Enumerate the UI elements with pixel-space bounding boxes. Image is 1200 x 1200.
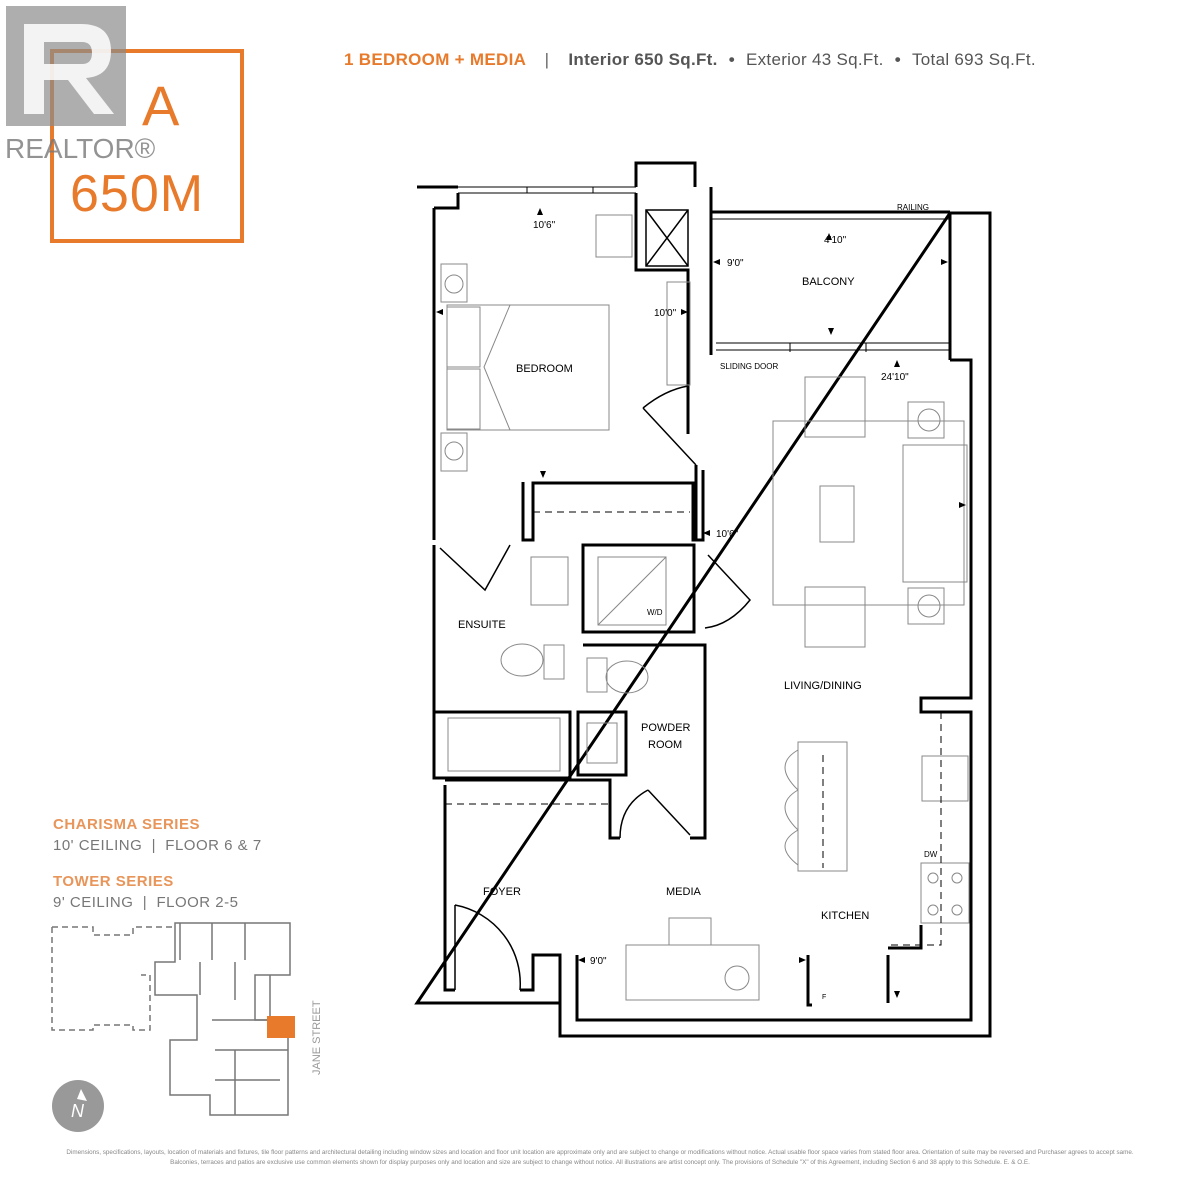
dishwasher-label: DW xyxy=(924,850,938,859)
series-title: CHARISMA SERIES xyxy=(53,816,200,833)
dimension: 10'0" xyxy=(654,308,677,319)
dimension: 24'10" xyxy=(881,372,909,383)
key-plan: JANE STREET xyxy=(51,922,323,1116)
railing-label: RAILING xyxy=(897,203,929,212)
unit-summary: 1 BEDROOM + MEDIA | Interior 650 Sq.Ft. … xyxy=(344,50,1036,69)
svg-text:N: N xyxy=(71,1101,85,1121)
unit-logo-frame xyxy=(50,49,244,243)
dimension: 10'6" xyxy=(716,529,739,540)
furniture xyxy=(440,214,970,1001)
doors xyxy=(439,385,751,991)
realtor-watermark: REALTOR® xyxy=(5,133,156,164)
dimension: 9'0" xyxy=(727,258,744,269)
unit-code: 650M xyxy=(70,165,205,223)
street-label: JANE STREET xyxy=(311,1000,323,1075)
room-label-living-dining: LIVING/DINING xyxy=(784,680,862,692)
sliding-door-label: SLIDING DOOR xyxy=(720,362,778,371)
room-label-powder: ROOM xyxy=(648,739,682,751)
mechanical-shaft xyxy=(645,209,689,267)
room-label-powder: POWDER xyxy=(641,722,691,734)
room-label-ensuite: ENSUITE xyxy=(458,619,506,631)
realtor-watermark-icon xyxy=(6,6,126,126)
room-label-foyer: FOYER xyxy=(483,886,521,898)
room-label-bedroom: BEDROOM xyxy=(516,363,573,375)
room-label-media: MEDIA xyxy=(666,886,702,898)
total-area: Total 693 Sq.Ft. xyxy=(912,50,1036,69)
north-arrow-icon: N xyxy=(52,1080,104,1132)
series-details: 10' CEILING | FLOOR 6 & 7 xyxy=(53,837,262,854)
dimension: 10'6" xyxy=(533,220,556,231)
room-label-balcony: BALCONY xyxy=(802,276,855,288)
series-details: 9' CEILING | FLOOR 2-5 xyxy=(53,894,239,911)
fridge-label: F xyxy=(822,994,826,1001)
washer-dryer-label: W/D xyxy=(647,608,663,617)
disclaimer: Dimensions, specifications, layouts, loc… xyxy=(66,1149,1134,1166)
unit-type: 1 BEDROOM + MEDIA xyxy=(344,50,526,69)
interior-area: Interior 650 Sq.Ft. xyxy=(568,50,718,69)
unit-location-highlight xyxy=(267,1016,295,1038)
dimension: 9'0" xyxy=(590,956,607,967)
unit-letter: A xyxy=(142,74,180,137)
walls xyxy=(414,161,992,1038)
series-title: TOWER SERIES xyxy=(53,873,174,890)
exterior-area: Exterior 43 Sq.Ft. xyxy=(745,50,884,69)
dimension: 4'10" xyxy=(824,235,847,246)
room-label-kitchen: KITCHEN xyxy=(821,910,869,922)
